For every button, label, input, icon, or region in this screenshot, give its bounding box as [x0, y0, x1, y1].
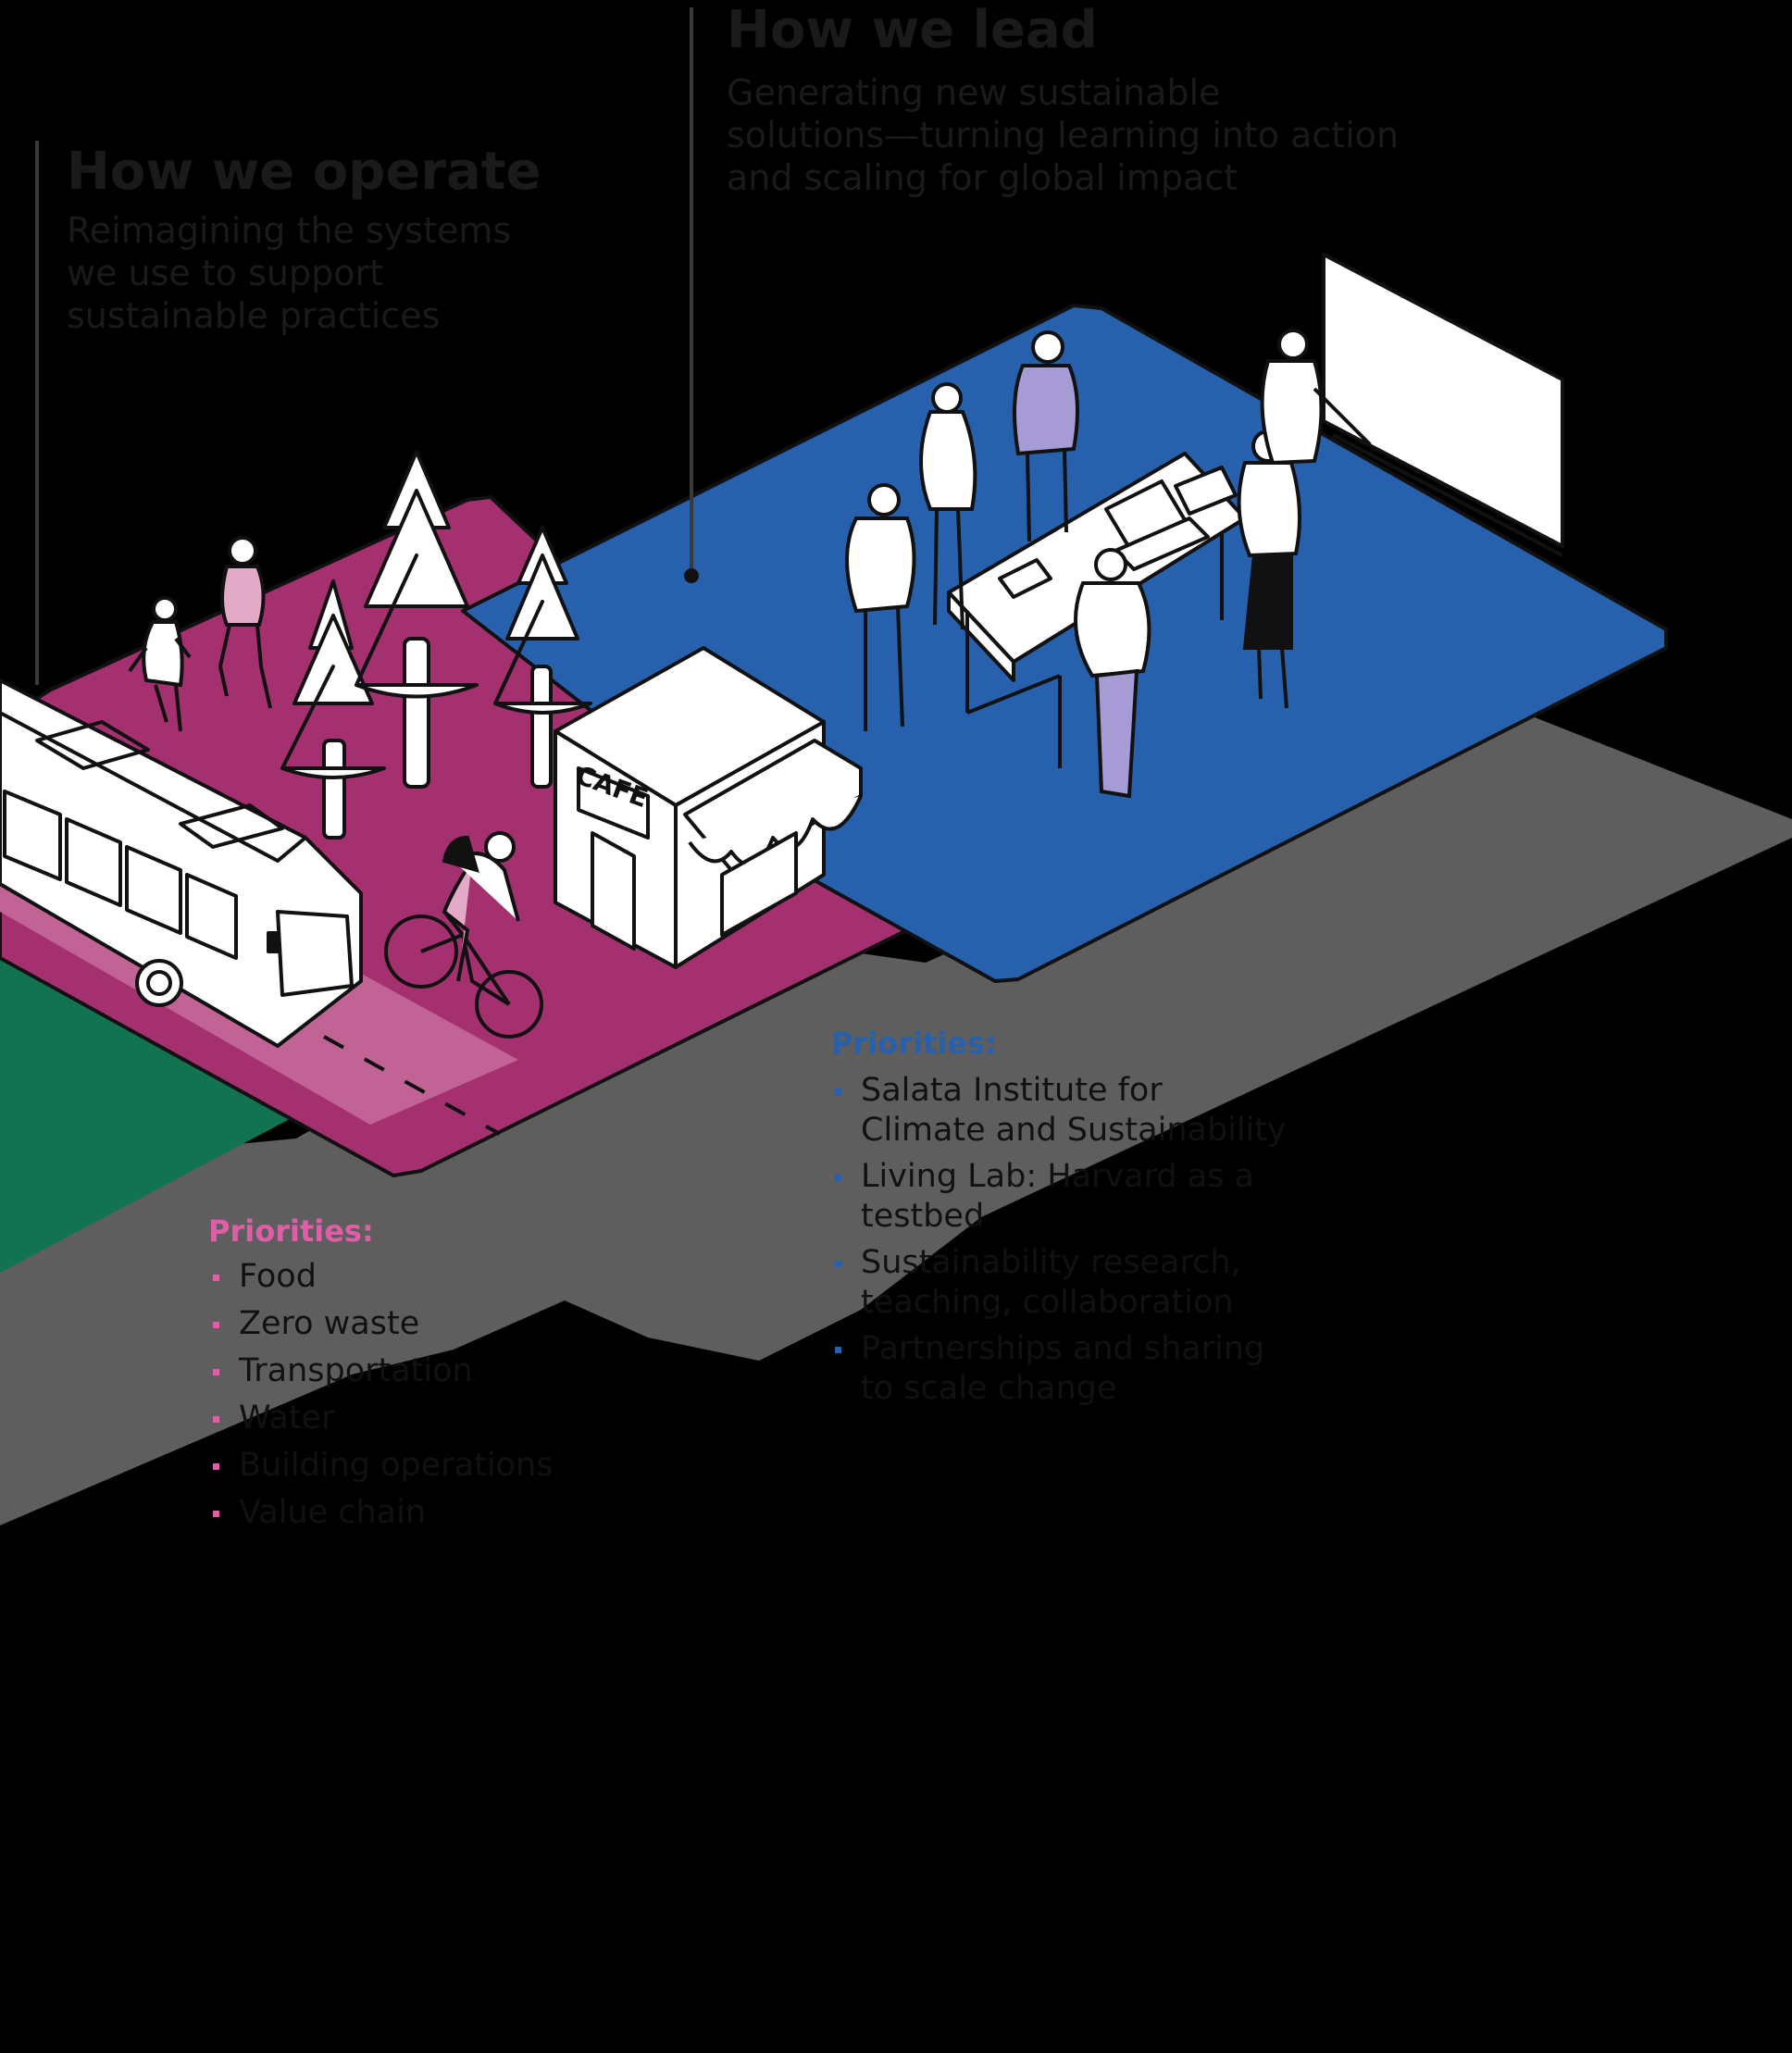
lead-subtitle-line: solutions—turning learning into action: [727, 115, 1400, 156]
lead-subtitle-line: Generating new sustainable: [727, 72, 1221, 113]
list-item: Partnerships and sharing to scale change: [831, 1329, 1287, 1409]
road-marking: [323, 1035, 501, 1136]
tree-right: [493, 526, 592, 789]
list-item-label: Value chain: [239, 1494, 427, 1531]
lead-priorities-list: Salata Institute for Climate and Sustain…: [831, 1071, 1287, 1409]
list-item-line: Sustainability research,: [861, 1244, 1241, 1281]
lead-callout-dot: [684, 568, 699, 583]
operate-priorities-label: Priorities:: [208, 1213, 374, 1249]
person-man-front: [1074, 548, 1151, 799]
whiteboard: [1322, 253, 1564, 557]
list-item-line: Living Lab: Harvard as a: [861, 1158, 1254, 1195]
list-item: Living Lab: Harvard as a testbed: [831, 1157, 1287, 1237]
bullet-icon: [213, 1416, 219, 1423]
walker-child: [128, 596, 192, 732]
lead-subtitle-line: and scaling for global impact: [727, 157, 1238, 198]
list-item-label: Water: [239, 1400, 335, 1437]
bullet-icon: [213, 1322, 219, 1328]
tree-middle: [355, 450, 479, 789]
operate-subtitle-line: Reimagining the systems: [67, 210, 512, 251]
operate-subtitle-line: sustainable practices: [67, 295, 441, 336]
lead-title: How we lead: [727, 0, 1098, 60]
list-item: Building operations: [209, 1446, 553, 1486]
list-item-label: Building operations: [239, 1447, 554, 1484]
bullet-icon: [213, 1511, 219, 1517]
list-item-line: Partnerships and sharing: [861, 1330, 1265, 1367]
list-item: Salata Institute for Climate and Sustain…: [831, 1071, 1287, 1151]
cafe-kiosk: [554, 646, 863, 969]
green-platform: [0, 935, 305, 1273]
tree-left: [280, 579, 386, 840]
operate-subtitle-line: we use to support: [67, 253, 383, 293]
list-item-label: Food: [239, 1258, 317, 1295]
list-item-line: Climate and Sustainability: [861, 1112, 1287, 1149]
person-woman-left: [919, 382, 977, 630]
operate-priorities-list: Food Zero waste Transportation Water Bui…: [209, 1257, 553, 1533]
person-man-lavender: [1013, 330, 1079, 542]
bullet-icon: [835, 1347, 841, 1353]
lead-subtitle: Generating new sustainable solutions—tur…: [727, 71, 1399, 199]
bullet-icon: [213, 1463, 219, 1470]
bullet-icon: [835, 1261, 841, 1267]
lead-priorities-label: Priorities:: [831, 1026, 997, 1061]
list-item-line: to scale change: [861, 1370, 1117, 1407]
bullet-icon: [835, 1175, 841, 1181]
person-man-left: [845, 483, 916, 731]
cyclist: [384, 831, 543, 1039]
list-item-label: Zero waste: [239, 1305, 420, 1342]
bus: [0, 678, 363, 1048]
gray-ground: [0, 703, 1792, 1525]
list-item-line: teaching, collaboration: [861, 1284, 1234, 1321]
list-item: Transportation: [209, 1351, 553, 1391]
person-man-whiteboard: [1260, 329, 1372, 466]
list-item: Value chain: [209, 1493, 553, 1533]
list-item: Food: [209, 1257, 553, 1297]
bullet-icon: [835, 1089, 841, 1095]
walker-adult: [218, 536, 272, 709]
list-item: Zero waste: [209, 1304, 553, 1344]
list-item: Water: [209, 1399, 553, 1438]
operate-subtitle: Reimagining the systems we use to suppor…: [67, 209, 511, 337]
operate-title: How we operate: [67, 142, 541, 202]
bullet-icon: [213, 1275, 219, 1281]
list-item-line: testbed: [861, 1198, 985, 1235]
bullet-icon: [213, 1369, 219, 1375]
list-item-line: Salata Institute for: [861, 1072, 1163, 1109]
list-item-label: Transportation: [239, 1352, 473, 1389]
list-item: Sustainability research, teaching, colla…: [831, 1243, 1287, 1323]
